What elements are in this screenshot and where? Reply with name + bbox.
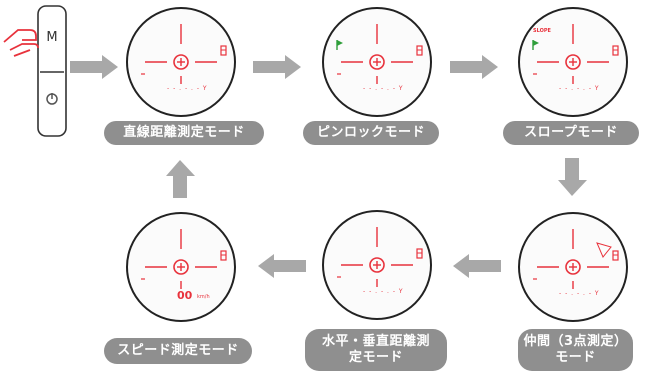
viewfinder-speed: 00 km/h [126, 212, 236, 322]
reticle-circle [173, 259, 189, 275]
arrow-speed-to-straight [166, 160, 195, 198]
label-horizontal-line2: 定モード [348, 350, 403, 365]
label-straight-mode: 直線距離測定モード [104, 121, 264, 145]
arrow-device-to-straight [70, 55, 118, 79]
label-pinlock-mode: ピンロックモード [303, 121, 439, 145]
speed-unit: km/h [197, 294, 210, 300]
arrow-pinlock-to-slope [450, 55, 498, 79]
flag-icon [337, 40, 343, 46]
reticle-circle [173, 54, 189, 70]
viewfinder-horizontal: - - . - . - Y [322, 210, 432, 320]
speed-readout: 00 [177, 289, 193, 302]
label-between-line1: 仲間（3点測定） [523, 334, 628, 349]
arrow-between-to-horizontal [453, 254, 501, 278]
distance-readout: - - . - . - Y [167, 85, 208, 92]
distance-readout: - - . - . - Y [559, 290, 600, 297]
triangle-measure-icon [596, 242, 612, 258]
viewfinder-between: - - . - . - Y [518, 212, 628, 322]
distance-readout: - - . - . - Y [363, 85, 404, 92]
label-horizontal-line1: 水平・垂直距離測 [321, 334, 430, 349]
flag-icon [533, 40, 539, 46]
viewfinder-straight: - - . - . - Y [126, 7, 236, 117]
label-speed-mode: スピード測定モード [104, 338, 252, 364]
arrow-straight-to-pinlock [253, 55, 301, 79]
viewfinder-slope: SLOPE - - . - . - Y [518, 7, 628, 117]
power-icon[interactable] [43, 90, 61, 108]
label-slope-mode: スロープモード [503, 121, 639, 145]
arrow-slope-to-between [558, 158, 587, 196]
label-between-line2: モード [555, 350, 596, 365]
m-button[interactable]: M [46, 30, 58, 45]
slope-indicator: SLOPE [533, 28, 552, 34]
rangefinder-device [3, 5, 67, 137]
distance-readout: - - . - . - Y [363, 288, 404, 295]
distance-readout: - - . - . - Y [559, 85, 600, 92]
reticle-circle [369, 257, 385, 273]
reticle-circle [565, 259, 581, 275]
reticle-circle [369, 54, 385, 70]
viewfinder-pinlock: - - . - . - Y [322, 7, 432, 117]
arrow-horizontal-to-speed [258, 254, 306, 278]
reticle-circle [565, 54, 581, 70]
label-between-mode: 仲間（3点測定） モード [518, 329, 633, 371]
label-horizontal-mode: 水平・垂直距離測 定モード [305, 329, 447, 371]
